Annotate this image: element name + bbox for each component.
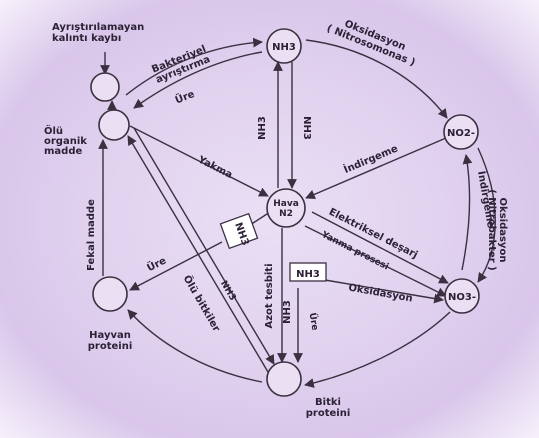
label-nh3-diagonal: NH3 <box>218 279 237 302</box>
node-residue-circle <box>90 72 120 102</box>
arc-nh3-to-organic-urea <box>133 51 263 109</box>
line-organic-to-plant-nh3 <box>133 127 275 365</box>
arc-no2-to-no3 <box>477 147 496 283</box>
node-nh3-circle <box>266 28 302 64</box>
label-no3-node: NO3- <box>448 292 476 303</box>
label-nitrogen-fixation: Azot tesbiti <box>264 264 275 329</box>
label-no2-node: NO2- <box>447 128 475 139</box>
node-no3-circle <box>444 278 480 314</box>
label-dead-plants: Ölü bitkiler <box>181 272 225 334</box>
label-nh3-vertical-left: NH3 <box>257 116 268 140</box>
arc-nh3-to-no2 <box>305 39 448 119</box>
label-burning: Yakma <box>195 154 234 181</box>
line-air-to-no3-electric <box>311 211 449 284</box>
label-oxidation-nitrobacter: Oksidasyon( Nitrobakter ) <box>486 189 508 271</box>
label-fecal-matter: Fekal madde <box>86 199 97 271</box>
line-plant-to-organic-dead <box>127 135 269 373</box>
node-animal-protein-circle <box>92 276 128 312</box>
arc-organic-to-nh3 <box>125 37 263 96</box>
box-nh3-right <box>289 262 327 282</box>
label-electric-discharge: Elektriksel deşarj <box>327 207 419 261</box>
line-nh3box-to-no3 <box>324 279 444 304</box>
line-air-to-nh3box-left <box>249 211 271 226</box>
label-oxidation-lower: Oksidasyon <box>348 282 414 304</box>
node-dead-organic-circle <box>98 109 130 141</box>
arc-plant-to-animal <box>127 309 263 383</box>
label-nh3-node: NH3 <box>272 42 296 53</box>
arc-no3-to-plant <box>304 311 451 388</box>
label-oxidation-nitrosomonas: Oksidasyon( Nitrosomonas ) <box>325 13 421 69</box>
label-urea-left: Üre <box>144 253 168 275</box>
label-urea-top: Üre <box>173 86 197 106</box>
line-air-to-no3-combustion <box>304 225 447 297</box>
line-nh3box-left-to-animal <box>129 241 223 291</box>
node-no2-circle <box>443 114 479 150</box>
label-nh3-vertical-right: NH3 <box>301 116 312 140</box>
node-plant-protein-circle <box>266 361 302 397</box>
line-organic-to-air-burning <box>129 125 269 197</box>
node-air-n2-circle <box>266 188 306 228</box>
box-nh3-left <box>219 212 259 250</box>
label-nh3-plant: NH3 <box>282 300 293 324</box>
arc-no3-to-no2-reduction <box>461 154 473 271</box>
label-urea-plant: Üre <box>306 312 320 331</box>
line-no2-to-air <box>305 137 447 200</box>
label-nh3-box-right: NH3 <box>296 269 320 280</box>
